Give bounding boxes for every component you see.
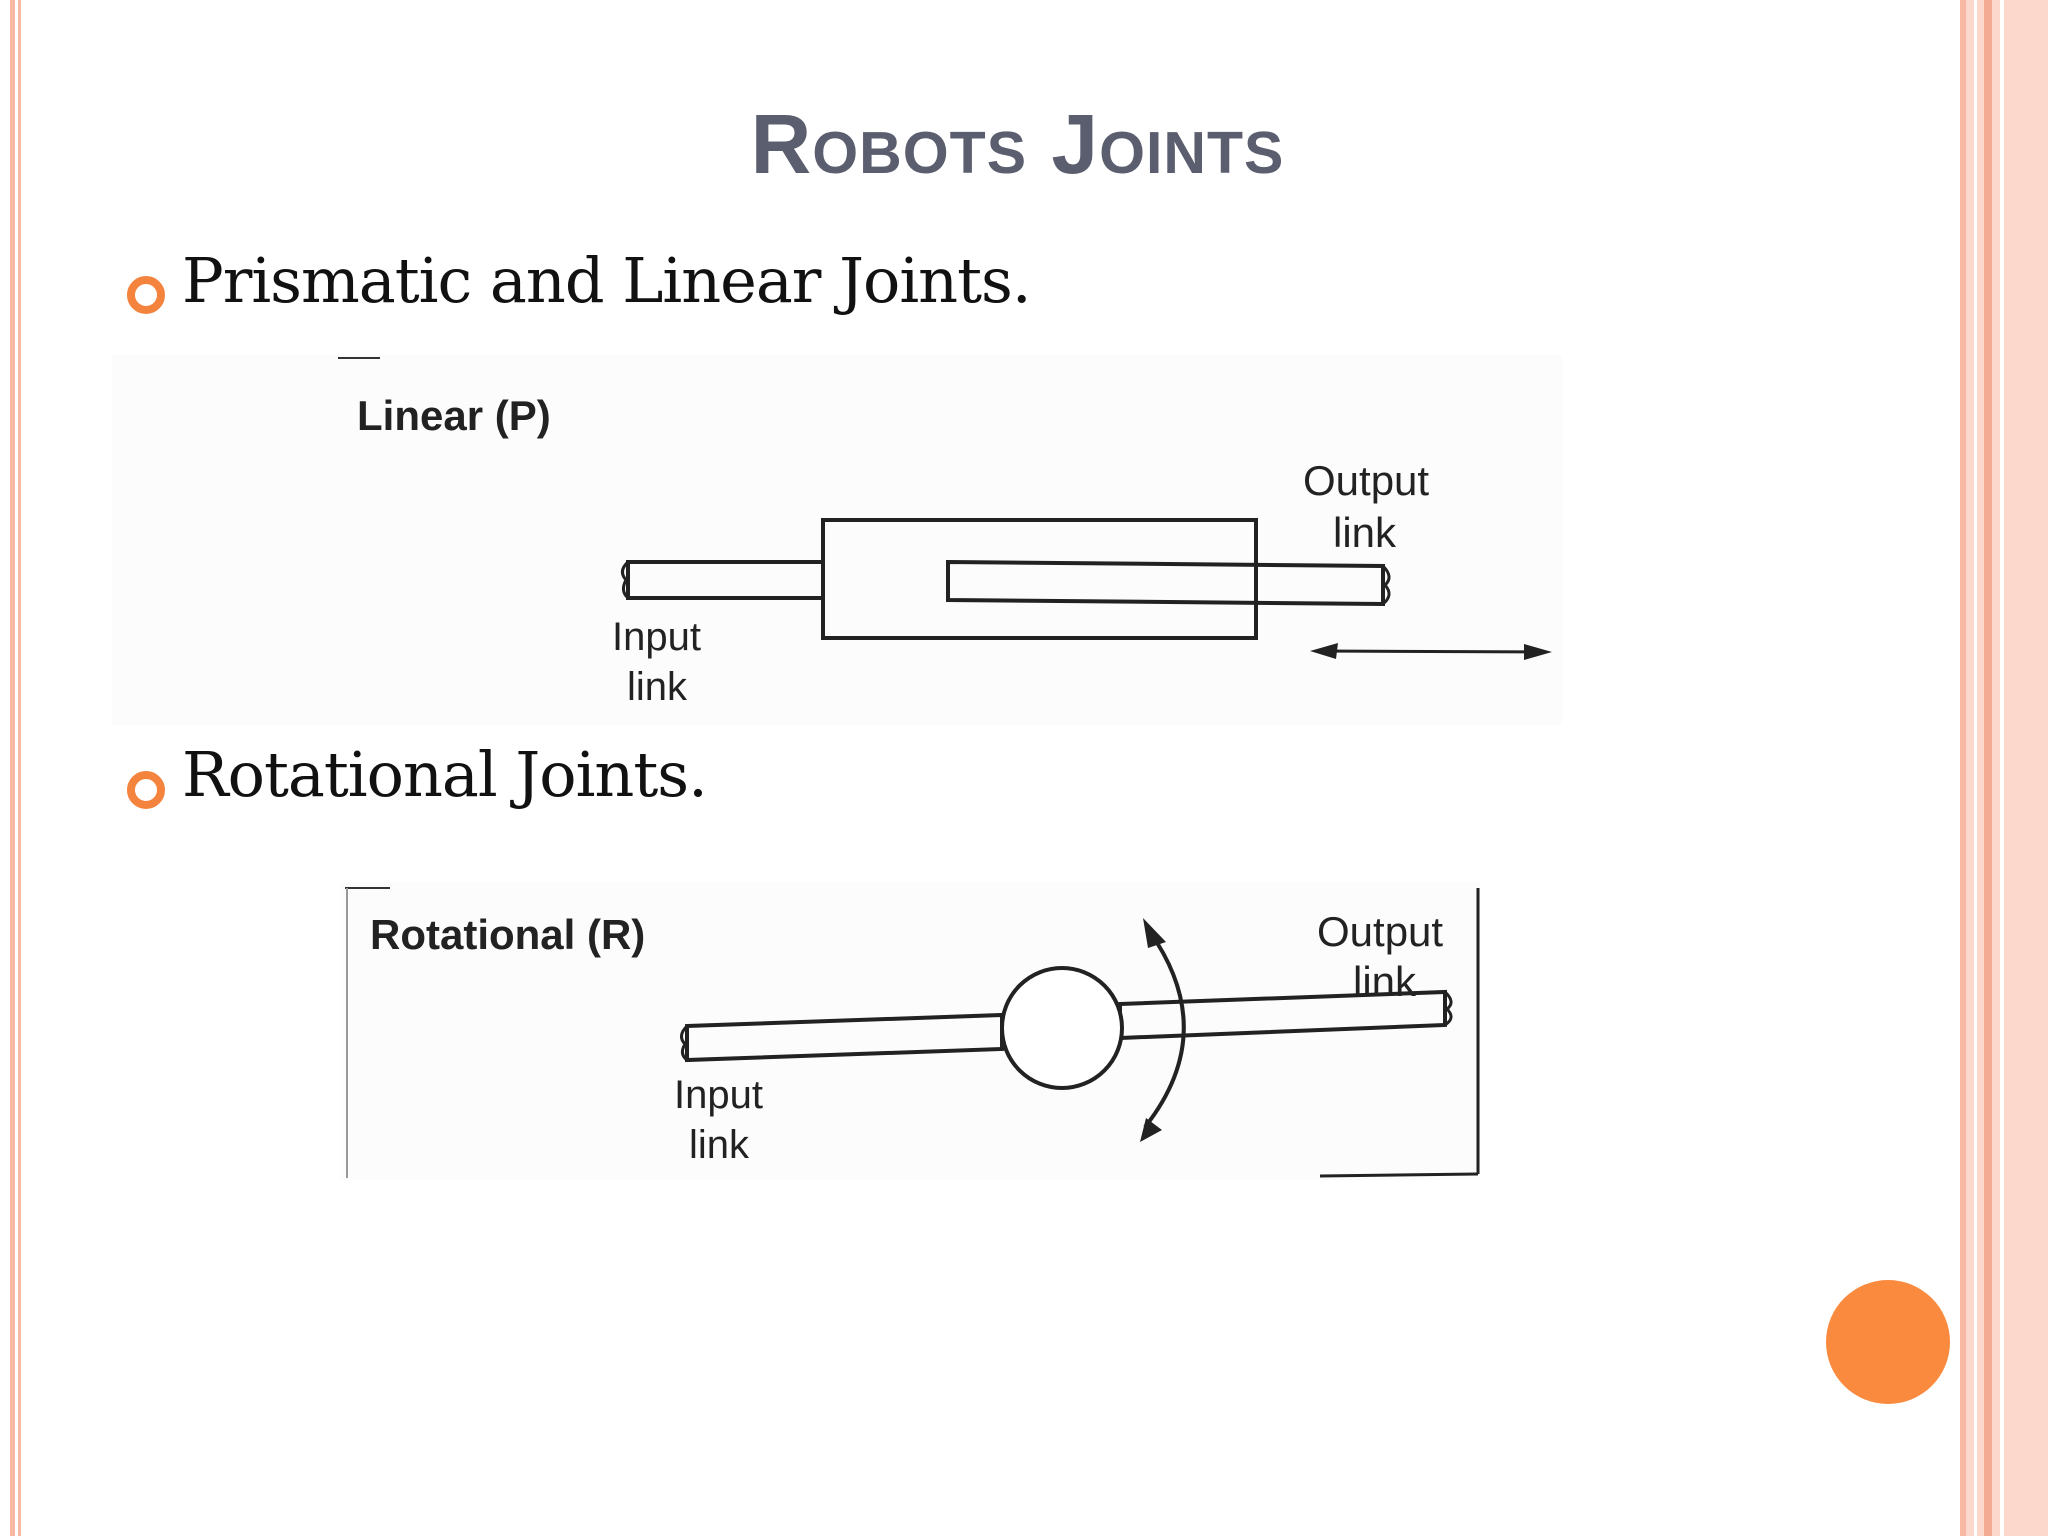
rotational-joint-diagram: Rotational (R) Output link Input link (345, 887, 1480, 1178)
hollow-circle-bullet-icon (127, 771, 165, 809)
rotational-diagram-title: Rotational (R) (370, 911, 645, 958)
slide-title: Robots Joints (750, 97, 1285, 191)
next-slide-circle-button[interactable] (1826, 1280, 1950, 1404)
left-border-line-inner (18, 0, 21, 1536)
linear-input-label-line1: Input (612, 615, 701, 659)
linear-joint-diagram: Linear (P) Output link Input link (338, 357, 1552, 709)
left-border-line (10, 0, 15, 1536)
linear-output-label-line1: Output (1303, 457, 1429, 504)
output-link-rod (946, 559, 1391, 607)
panel-bottom-edge (1319, 1172, 1479, 1178)
input-link-rod (621, 560, 825, 600)
right-border-gap (1974, 0, 1977, 1536)
rotational-input-label-line2: link (689, 1123, 750, 1167)
right-border-line (1960, 0, 1966, 1536)
right-border-band (1966, 0, 2048, 1536)
prismatic-cylinder-housing (821, 518, 1258, 640)
bullet-rotational-joints: Rotational Joints. (182, 738, 708, 811)
rotational-output-label-line1: Output (1317, 908, 1443, 955)
linear-diagram-panel (112, 355, 1562, 725)
rotational-output-label-line2: link (1353, 958, 1417, 1005)
bullet-prismatic-joints: Prismatic and Linear Joints. (182, 244, 1032, 317)
right-border-line-2 (1984, 0, 1992, 1536)
linear-diagram-title: Linear (P) (357, 392, 551, 439)
hollow-circle-bullet-icon (127, 276, 165, 314)
input-link-rod (680, 1012, 1004, 1063)
rotational-input-label-line1: Input (674, 1073, 763, 1117)
revolute-joint-circle (1000, 966, 1124, 1090)
linear-output-label-line2: link (1333, 509, 1397, 556)
curved-double-arrow-icon (1140, 918, 1186, 1142)
linear-input-label-line2: link (627, 665, 688, 709)
right-border-gap-2 (2000, 0, 2004, 1536)
double-arrow-icon (1310, 643, 1552, 660)
